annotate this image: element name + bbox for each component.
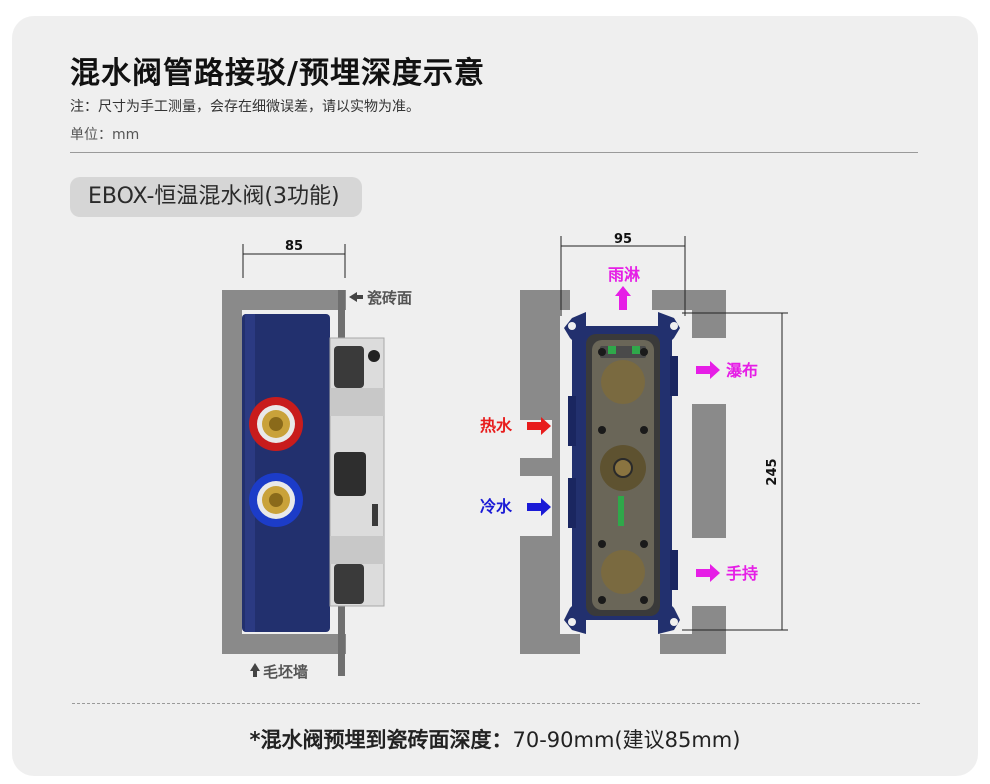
side-width-dimension: 85	[242, 239, 346, 278]
valve-front-body	[564, 312, 680, 634]
arrow-right-icon	[696, 564, 720, 582]
outlet-lower-right-label: 手持	[726, 564, 758, 583]
depth-requirement-value: 70-90mm(建议85mm)	[512, 728, 741, 752]
page-title: 混水阀管路接驳/预埋深度示意	[70, 56, 485, 91]
rough-wall	[222, 290, 346, 654]
outlet-upper-right: 瀑布	[696, 361, 758, 380]
outlet-top-label: 雨淋	[608, 265, 640, 284]
depth-requirement-label: *混水阀预埋到瓷砖面深度：	[249, 728, 513, 752]
outlet-top: 雨淋	[608, 265, 640, 310]
front-view: 95 245	[480, 232, 788, 654]
front-width-value: 95	[614, 232, 632, 247]
hot-inlet-label: 热水	[480, 416, 513, 435]
hot-inlet: 热水	[480, 416, 551, 435]
wall-label: 毛坯墙	[263, 663, 308, 681]
outlet-upper-right-label: 瀑布	[726, 361, 758, 380]
front-width-dimension: 95	[560, 232, 686, 316]
model-badge: EBOX-恒温混水阀(3功能)	[70, 177, 362, 217]
wall-callout: 毛坯墙	[250, 663, 308, 681]
front-height-dimension: 245	[682, 312, 788, 631]
arrow-right-icon	[527, 417, 551, 435]
side-view: 85	[222, 239, 412, 681]
divider-bottom	[72, 703, 920, 704]
depth-requirement: *混水阀预埋到瓷砖面深度：70-90mm(建议85mm)	[12, 724, 978, 754]
front-height-value: 245	[765, 458, 780, 485]
hot-port	[249, 397, 303, 451]
installation-diagram: 85	[222, 232, 788, 681]
arrow-right-icon	[527, 498, 551, 516]
tile-face-callout: 瓷砖面	[349, 289, 412, 307]
tile-face-label: 瓷砖面	[367, 289, 412, 307]
measurement-note: 注：尺寸为手工测量，会存在细微误差，请以实物为准。	[70, 99, 420, 115]
side-width-value: 85	[285, 239, 303, 254]
arrow-right-icon	[696, 361, 720, 379]
cold-inlet-label: 冷水	[480, 497, 513, 516]
info-card: 混水阀管路接驳/预埋深度示意 注：尺寸为手工测量，会存在细微误差，请以实物为准。…	[12, 16, 978, 776]
unit-label: 单位：mm	[70, 127, 140, 143]
valve-side-body	[242, 314, 385, 632]
cold-inlet: 冷水	[480, 497, 551, 516]
cold-port	[249, 473, 303, 527]
divider-top	[70, 152, 918, 153]
arrow-up-icon	[615, 286, 631, 310]
outlet-lower-right: 手持	[696, 564, 758, 583]
